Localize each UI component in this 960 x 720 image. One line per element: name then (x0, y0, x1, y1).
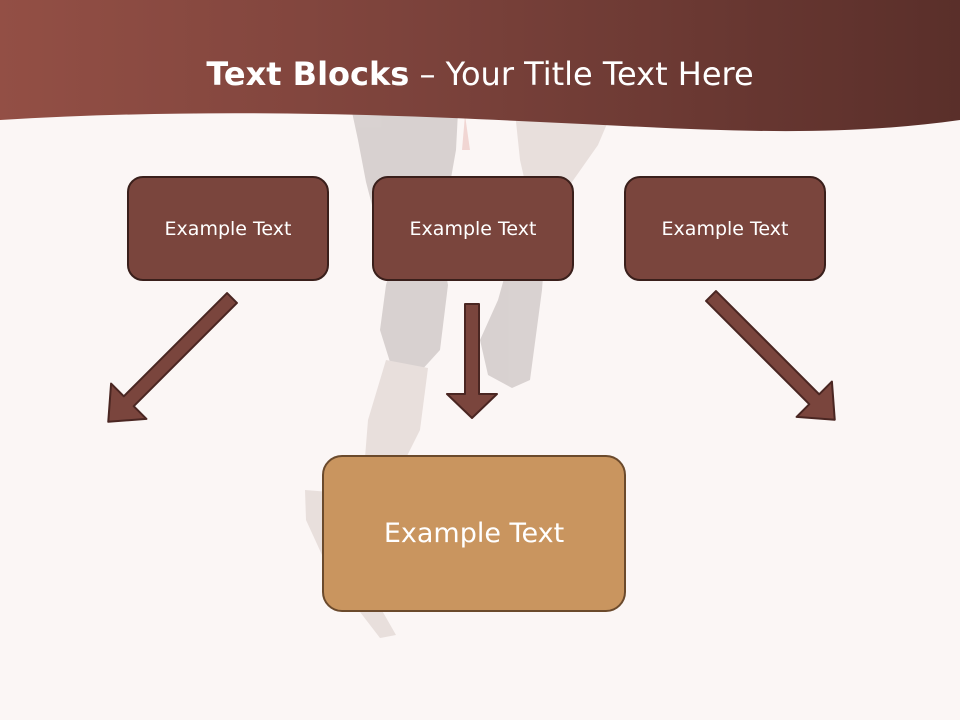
text-block-3: Example Text (624, 176, 826, 281)
text-block-result: Example Text (322, 455, 626, 612)
text-block-3-label: Example Text (661, 217, 789, 240)
text-block-1: Example Text (127, 176, 329, 281)
text-block-1-label: Example Text (164, 217, 292, 240)
text-block-2-label: Example Text (409, 217, 537, 240)
title-bold: Text Blocks (206, 55, 410, 93)
text-block-result-label: Example Text (383, 518, 565, 549)
text-block-2: Example Text (372, 176, 574, 281)
title-separator: – (409, 55, 446, 93)
page-title: Text Blocks – Your Title Text Here (0, 52, 960, 96)
header-band (0, 0, 960, 132)
title-rest: Your Title Text Here (445, 55, 754, 93)
